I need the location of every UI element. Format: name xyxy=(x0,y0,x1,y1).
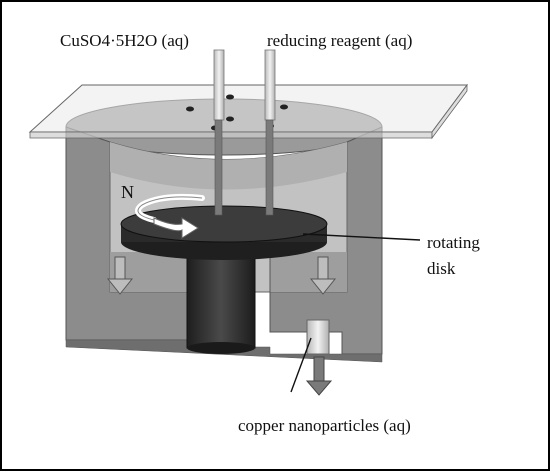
product-leader xyxy=(290,337,312,393)
rotating-disk-label-line2: disk xyxy=(427,259,456,278)
outlet-pipe xyxy=(306,319,330,355)
rotating-disk-label-line1: rotating xyxy=(427,233,480,252)
rotation-arrow-icon xyxy=(135,193,205,239)
reducing-reagent-label: reducing reagent (aq) xyxy=(267,31,412,50)
rotating-disk-leader xyxy=(302,233,421,241)
rotation-label: N xyxy=(121,182,134,202)
inlet-tube-cuso4 xyxy=(213,49,225,216)
down-arrow-icon xyxy=(106,256,134,295)
down-arrow-icon xyxy=(309,256,337,295)
inlet-tube-reducing xyxy=(264,49,276,216)
outlet-arrow-icon xyxy=(305,356,333,396)
cuso4-label: CuSO4·5H2O (aq) xyxy=(60,31,189,50)
copper-nanoparticles-label: copper nanoparticles (aq) xyxy=(238,416,411,435)
rotating-disk xyxy=(120,205,328,260)
shaft-base xyxy=(187,342,255,354)
lid-plate xyxy=(28,83,468,140)
